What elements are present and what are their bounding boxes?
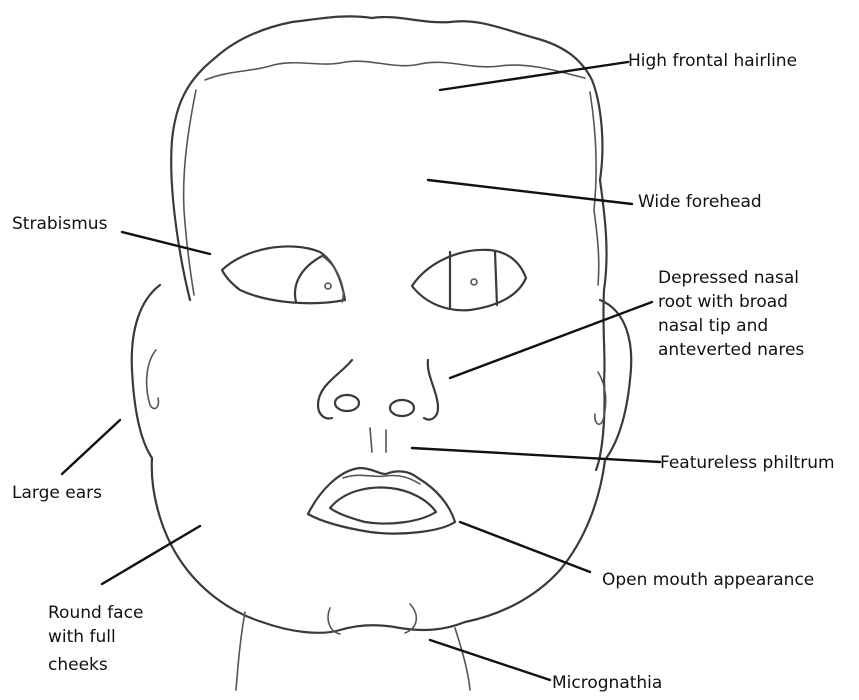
- head-outline: [171, 16, 606, 470]
- label-nasal-line1: Depressed nasal: [658, 267, 799, 289]
- label-featureless-philtrum: Featureless philtrum: [660, 452, 835, 474]
- label-strabismus: Strabismus: [12, 213, 107, 235]
- right-eye: [412, 250, 526, 310]
- left-iris: [295, 256, 322, 302]
- left-nostril: [335, 395, 359, 411]
- label-nasal-line4: anteverted nares: [658, 339, 804, 361]
- nose-left-contour: [318, 360, 352, 418]
- neck-left: [236, 612, 245, 690]
- label-high-frontal-hairline: High frontal hairline: [628, 50, 797, 72]
- left-eye: [222, 246, 345, 303]
- chin-contour: [262, 622, 465, 633]
- pointer-nasal: [450, 302, 652, 378]
- nose-right-contour: [424, 360, 438, 420]
- label-large-ears: Large ears: [12, 482, 102, 504]
- pointer-face: [102, 526, 200, 584]
- label-wide-forehead: Wide forehead: [638, 191, 762, 213]
- pointer-micrognathia: [430, 640, 550, 680]
- pointer-mouth: [460, 522, 590, 572]
- hairline-left-edge: [184, 90, 196, 295]
- mouth-inner: [330, 488, 436, 524]
- left-ear: [147, 350, 159, 409]
- pointer-strabismus: [122, 232, 210, 254]
- upper-lip-line: [343, 475, 420, 484]
- philtrum-stroke-left: [370, 428, 372, 452]
- right-iris-right: [495, 252, 497, 305]
- left-pupil: [325, 283, 331, 289]
- label-round-face-line2: with full: [48, 626, 116, 648]
- right-pupil: [471, 279, 477, 285]
- left-face-contour: [132, 285, 262, 622]
- left-iris-right: [322, 256, 343, 302]
- label-open-mouth: Open mouth appearance: [602, 569, 814, 591]
- right-nostril: [390, 400, 414, 416]
- pointer-ears: [62, 420, 120, 474]
- label-nasal-line2: root with broad: [658, 291, 788, 313]
- hairline-right-edge: [590, 92, 599, 285]
- neck-right: [455, 628, 470, 690]
- label-micrognathia: Micrognathia: [552, 672, 662, 694]
- pointer-philtrum: [412, 448, 660, 462]
- label-round-face-line3: cheeks: [48, 654, 108, 676]
- label-nasal-line3: nasal tip and: [658, 315, 768, 337]
- label-round-face-line1: Round face: [48, 602, 143, 624]
